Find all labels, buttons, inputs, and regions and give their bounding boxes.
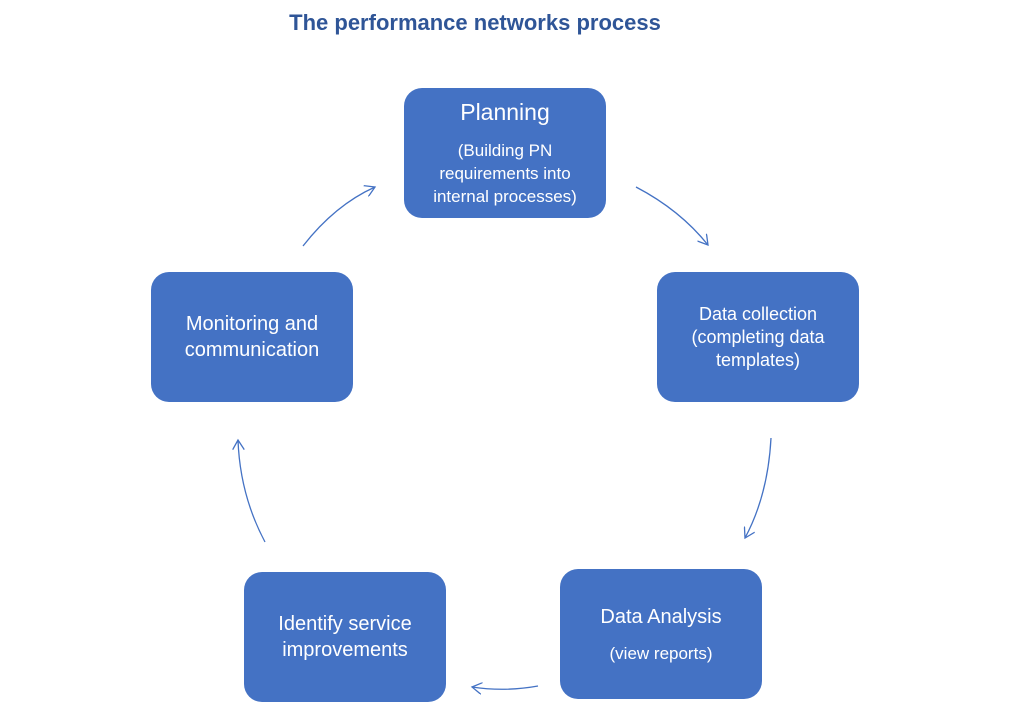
step-planning: Planning (Building PN requirements into … — [404, 88, 606, 218]
arrow-collection-to-analysis — [745, 437, 772, 538]
diagram-title: The performance networks process — [289, 10, 661, 35]
step-identify-improvements-text: Identify service improvements — [278, 613, 412, 661]
step-planning-title: Planning — [460, 98, 550, 125]
step-planning-detail: (Building PN requirements into internal … — [433, 140, 577, 206]
arrow-identify-to-monitor — [238, 440, 266, 543]
step-data-collection: Data collection (completing data templat… — [657, 272, 859, 402]
arrow-monitor-to-planning — [302, 187, 375, 247]
arrow-analysis-to-identify — [472, 686, 539, 689]
step-monitoring: Monitoring and communication — [151, 272, 353, 402]
arrow-planning-to-collection — [635, 186, 708, 245]
step-data-analysis-title: Data Analysis — [600, 605, 722, 628]
step-data-analysis: Data Analysis (view reports) — [560, 569, 762, 699]
step-data-analysis-detail: (view reports) — [609, 643, 713, 663]
step-monitoring-text: Monitoring and communication — [184, 313, 320, 361]
step-identify-improvements: Identify service improvements — [244, 572, 446, 702]
step-data-collection-text: Data collection (completing data templat… — [691, 303, 825, 370]
